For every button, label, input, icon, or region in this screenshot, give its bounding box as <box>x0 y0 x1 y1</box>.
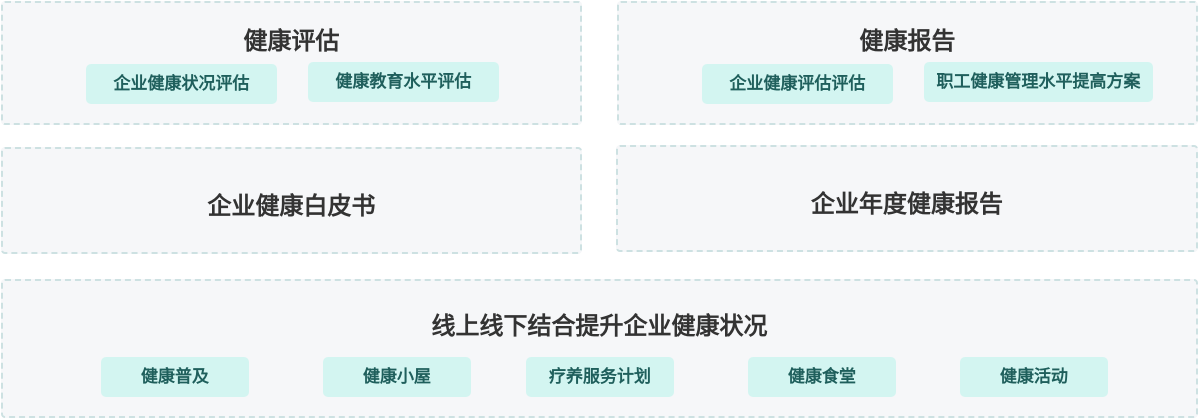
panel-title: 健康评估 <box>243 27 340 55</box>
panel-title: 线上线下结合提升企业健康状况 <box>431 312 768 340</box>
chip-staff-health-plan[interactable]: 职工健康管理水平提高方案 <box>924 62 1153 102</box>
whitepaper-panel[interactable]: 企业健康白皮书 <box>1 147 582 254</box>
chip-health-popularization[interactable]: 健康普及 <box>101 357 249 397</box>
panel-title: 企业年度健康报告 <box>811 190 1003 218</box>
chip-recuperation-plan[interactable]: 疗养服务计划 <box>526 357 674 397</box>
health-assessment-panel: 健康评估 企业健康状况评估 健康教育水平评估 <box>1 1 582 125</box>
chip-health-education-level[interactable]: 健康教育水平评估 <box>308 62 499 102</box>
panel-title: 健康报告 <box>859 27 956 55</box>
chip-health-canteen[interactable]: 健康食堂 <box>748 357 896 397</box>
panel-title: 企业健康白皮书 <box>207 192 376 220</box>
chip-health-activities[interactable]: 健康活动 <box>960 357 1108 397</box>
online-offline-panel: 线上线下结合提升企业健康状况 健康普及 健康小屋 疗养服务计划 健康食堂 健康活… <box>1 279 1198 418</box>
health-report-panel: 健康报告 企业健康评估评估 职工健康管理水平提高方案 <box>617 1 1198 125</box>
chip-enterprise-health-evaluation[interactable]: 企业健康评估评估 <box>702 64 893 104</box>
annual-report-panel[interactable]: 企业年度健康报告 <box>616 145 1198 252</box>
chip-health-cabin[interactable]: 健康小屋 <box>323 357 471 397</box>
chip-enterprise-health-status[interactable]: 企业健康状况评估 <box>86 64 277 104</box>
